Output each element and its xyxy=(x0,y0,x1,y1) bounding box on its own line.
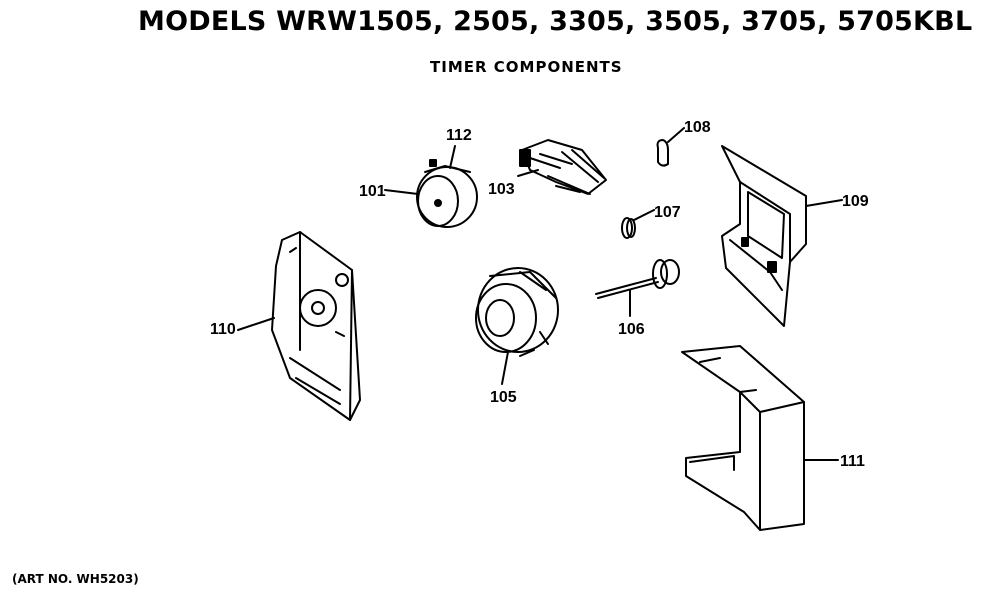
callout-107: 107 xyxy=(654,204,681,221)
leader-108 xyxy=(667,127,685,143)
part-timer-frame xyxy=(271,231,361,421)
callout-111: 111 xyxy=(840,453,865,470)
callout-110: 110 xyxy=(210,321,236,338)
leader-109 xyxy=(805,199,843,207)
callout-106: 106 xyxy=(618,321,645,338)
part-switch-bracket xyxy=(721,145,807,327)
callout-101: 101 xyxy=(359,183,386,200)
part-timer-cover xyxy=(681,345,805,531)
part-cam-drum xyxy=(475,267,559,357)
leader-105 xyxy=(501,351,509,385)
art-number: (ART NO. WH5203) xyxy=(12,572,139,586)
part-timer-motor xyxy=(416,159,478,228)
part-timer-shaft xyxy=(595,259,680,299)
part-contact-block xyxy=(519,139,607,195)
diagram-title: MODELS WRW1505, 2505, 3305, 3505, 3705, … xyxy=(138,6,973,37)
callout-112: 112 xyxy=(446,127,472,144)
callout-103: 103 xyxy=(488,181,515,198)
part-clip xyxy=(656,139,669,167)
diagram-subtitle: TIMER COMPONENTS xyxy=(430,58,623,76)
leader-101 xyxy=(384,189,419,195)
leader-107 xyxy=(633,209,655,221)
leader-112 xyxy=(449,145,456,169)
leader-110 xyxy=(237,317,275,331)
callout-105: 105 xyxy=(490,389,517,406)
callout-109: 109 xyxy=(842,193,869,210)
callout-108: 108 xyxy=(684,119,711,136)
leader-103 xyxy=(517,169,539,177)
part-spacer xyxy=(621,217,636,239)
